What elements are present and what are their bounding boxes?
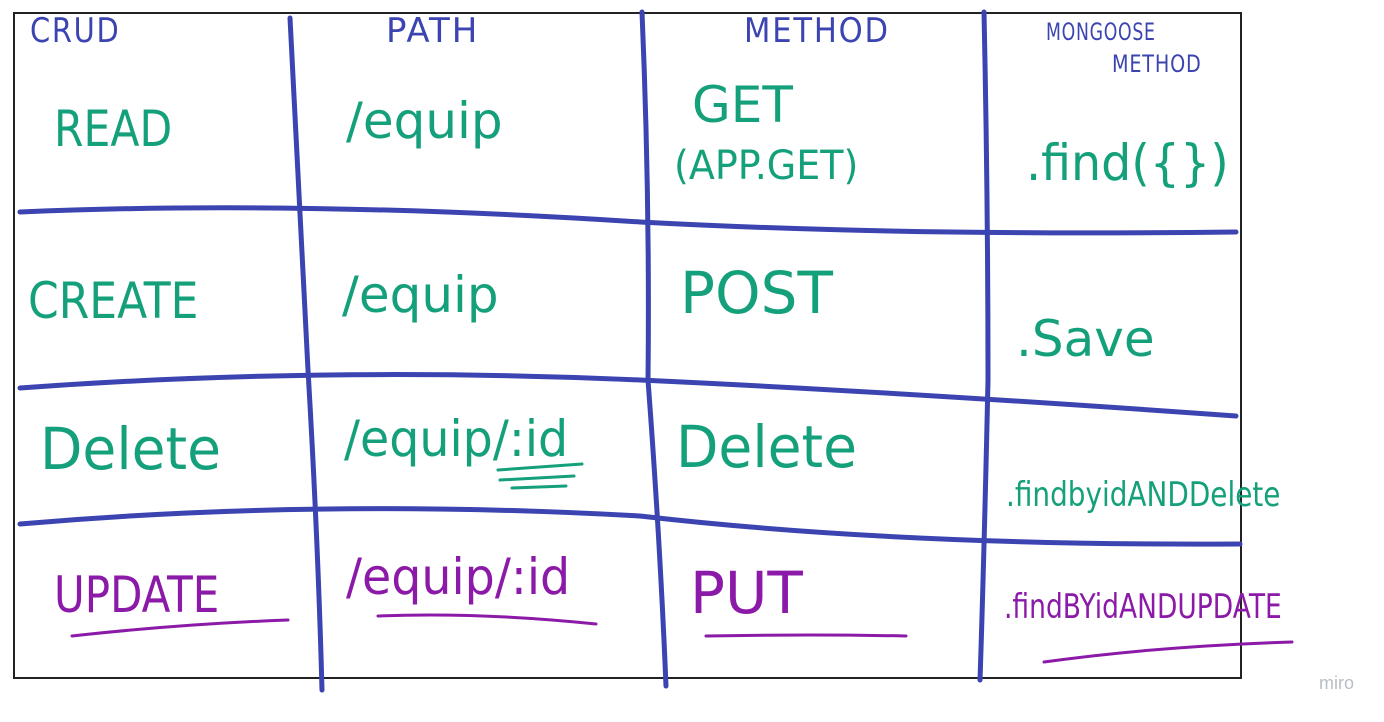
row-delete-crud: Delete: [40, 415, 222, 483]
row-create-crud: CREATE: [28, 272, 199, 330]
row-update-path: /equip/:id: [346, 548, 571, 606]
row-delete-mongoose: .findbyidANDDelete: [1006, 475, 1281, 515]
row-update-mongoose: .findBYidANDUPDATE: [1004, 587, 1282, 627]
row-create-path: /equip: [342, 266, 499, 324]
path-update-underline: [376, 613, 598, 626]
column-divider-3: [977, 9, 991, 683]
row-read-crud: READ: [54, 100, 173, 158]
row-create-method: POST: [680, 259, 833, 327]
mongoose-update-underline: [1042, 640, 1294, 664]
row-delete-method: Delete: [676, 413, 858, 481]
row-read-path: /equip: [346, 92, 503, 150]
row-update-method: PUT: [690, 559, 803, 627]
update-underline: [70, 618, 290, 638]
id-underline-teal: [496, 462, 584, 490]
column-divider-2: [639, 9, 669, 689]
header-path: PATH: [386, 11, 480, 51]
put-underline: [704, 633, 908, 638]
row-divider-1: [17, 205, 1239, 236]
row-update-crud: UPDATE: [54, 566, 220, 624]
header-method: METHOD: [744, 11, 890, 51]
row-divider-2: [17, 372, 1239, 419]
row-read-mongoose: .find({}): [1026, 134, 1229, 192]
column-divider-1: [287, 15, 325, 693]
header-crud: CRUD: [30, 11, 121, 51]
row-delete-path: /equip/:id: [344, 410, 569, 468]
row-divider-3: [17, 506, 1243, 547]
header-mongoose-line2: METHOD: [1112, 50, 1202, 78]
row-create-mongoose: .Save: [1016, 310, 1155, 368]
miro-watermark: miro: [1319, 673, 1354, 693]
table-outer-border: [13, 12, 1242, 679]
row-read-method-line2: (APP.GET): [674, 143, 859, 189]
row-read-method-line1: GET: [692, 76, 793, 134]
header-mongoose-line1: MONGOOSE: [1046, 18, 1156, 46]
